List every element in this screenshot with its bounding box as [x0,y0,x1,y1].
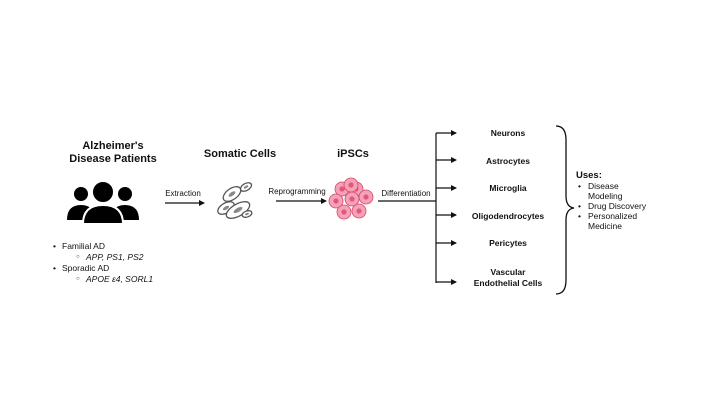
somatic-heading: Somatic Cells [203,148,277,160]
use-drug-discovery: Drug Discovery [576,201,686,211]
people-icon [67,180,139,225]
cell-type-pericytes: Pericytes [489,238,527,248]
branch-arrows [436,130,457,285]
uses-list: Disease Modeling Drug Discovery Personal… [576,181,686,231]
cell-type-oligodendrocytes: Oligodendrocytes [471,211,545,221]
ipsc-nucleus [339,186,345,192]
uses-title: Uses: [576,170,602,181]
ipsc-cluster-icon [328,177,374,220]
patients-heading: Alzheimer's Disease Patients [58,140,168,166]
cell-type-neurons: Neurons [490,128,526,138]
patients-heading-line2: Disease Patients [69,153,157,165]
differentiation-label: Differentiation [381,189,431,198]
cell-type-microglia: Microglia [489,183,527,193]
cell-type-astrocytes: Astrocytes [486,156,530,166]
ipsc-nucleus [348,182,354,188]
uses-block: Uses: Disease Modeling Drug Discovery Pe… [576,170,686,231]
use-personalized-medicine: Personalized Medicine [576,211,686,231]
list-item-familial-genes: APP, PS1, PS2 [62,252,202,263]
cell-type-vascular: Vascular Endothelial Cells [458,267,558,289]
ipsc-nucleus [349,196,355,202]
ipsc-nucleus [333,198,339,204]
extraction-label: Extraction [165,189,201,198]
ipsc-nucleus [356,208,362,214]
ipsc-nucleus [341,209,347,215]
ipsc-heading: iPSCs [337,148,369,160]
patients-heading-line1: Alzheimer's [82,140,144,152]
cell-type-vascular-line2: Endothelial Cells [473,278,543,288]
use-disease-modeling-line2: Modeling [588,191,623,201]
cell-type-vascular-line1: Vascular [490,267,526,277]
use-disease-modeling-line1: Disease [588,181,619,191]
use-personalized-medicine-line1: Personalized [588,211,638,221]
curly-brace [555,125,575,295]
list-item-sporadic: Sporadic AD [53,263,202,274]
list-item-sporadic-genes: APOE ε4, SORL1 [62,274,202,285]
somatic-cells-icon [217,182,253,219]
use-disease-modeling: Disease Modeling [576,181,686,201]
patients-list: Familial AD APP, PS1, PS2 Sporadic AD AP… [53,241,202,285]
list-item-familial: Familial AD [53,241,202,252]
reprogramming-label: Reprogramming [268,187,326,196]
ipsc-nucleus [363,194,369,200]
use-personalized-medicine-line2: Medicine [588,221,623,231]
